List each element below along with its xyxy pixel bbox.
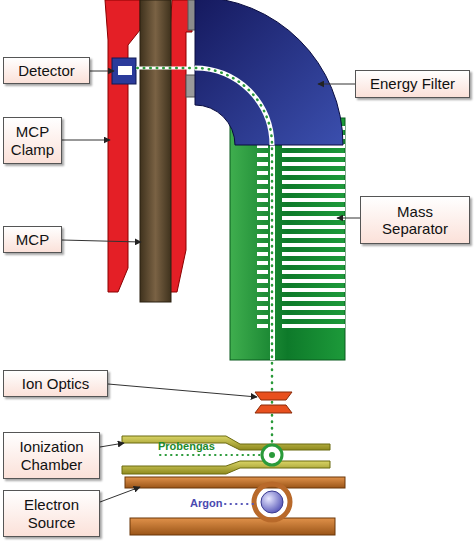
argon-path [225,503,254,505]
clamp-right [168,0,192,292]
gas-label: Probengas [158,440,215,452]
leader-line [337,218,360,219]
clamp-left [105,0,140,292]
ion-lens [255,392,292,400]
callout-text: MCP Clamp [11,123,54,158]
chamber-plate [122,436,330,450]
mass-separator-body [230,118,345,360]
electron-emitter [261,491,283,513]
source-plate [130,518,335,535]
callout-box: Ion Optics [3,370,108,397]
callout-box: Ionization Chamber [3,432,100,479]
callout-box: Mass Separator [360,196,470,244]
chamber-plate [122,461,330,474]
source-plate [125,477,345,488]
ionization-ring [262,445,282,465]
separator-slits [257,126,268,331]
callout-box: Electron Source [3,490,100,537]
leader-line [318,84,355,85]
source-ring [254,484,290,520]
callout-box: Energy Filter [355,70,470,98]
callout-text: Ionization Chamber [13,438,90,473]
leader-line [90,71,114,72]
callout-text: Mass Separator [370,203,460,238]
callout-text: MCP [16,231,49,248]
callout-box: Detector [3,57,90,84]
ionization-center [269,452,275,458]
mcp-plate [140,0,171,302]
ion-path [132,68,272,448]
leader-line [100,487,140,502]
leader-line [62,240,141,242]
separator-slits [282,126,345,331]
leader-line [62,140,110,141]
leader-line [108,384,257,397]
callout-text: Ion Optics [22,375,90,392]
ion-lens [255,405,292,413]
gas-path [160,454,260,456]
callout-box: MCP [3,226,62,253]
leader-line [100,443,124,447]
detector-window [118,66,132,75]
callout-text: Energy Filter [370,75,455,92]
gas-label: Argon [190,497,222,509]
callout-text: Detector [18,62,75,79]
detector-block [112,58,136,84]
callout-text: Electron Source [13,496,90,531]
callout-box: MCP Clamp [3,117,62,164]
